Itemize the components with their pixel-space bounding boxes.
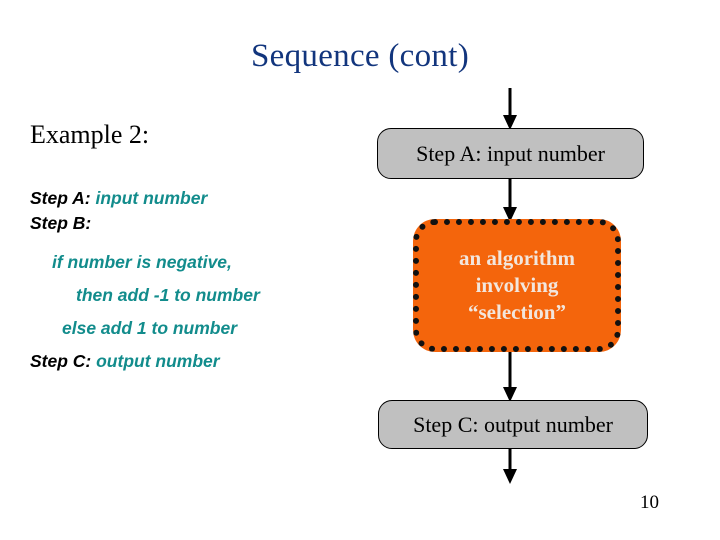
code-line-then: then add -1 to number (76, 285, 260, 305)
arrow-step-c-exit (503, 449, 517, 484)
code-line-step-b: Step B: (30, 211, 370, 236)
page-title: Sequence (cont) (251, 38, 469, 74)
arrow-algorithm-to-step-c (503, 352, 517, 402)
algorithm-line-2: involving (475, 273, 559, 297)
code-line-step-c: Step C: output number (30, 349, 370, 374)
code-step-key-a: Step A: (30, 188, 91, 208)
example-label: Example 2: (30, 120, 150, 149)
pseudocode-block: Step A: input number Step B: if number i… (30, 186, 370, 374)
arrow-step-a-to-algorithm (503, 179, 517, 222)
algorithm-line-1: an algorithm (458, 246, 576, 270)
code-step-key-c: Step C: (30, 351, 92, 371)
flow-box-algorithm-selection[interactable]: an algorithm involving “selection” (413, 219, 621, 352)
code-line-step-a: Step A: input number (30, 186, 370, 211)
code-step-text-a: input number (90, 188, 208, 208)
code-line-if: if number is negative, (52, 252, 232, 272)
code-step-text-c: output number (91, 351, 220, 371)
code-line-else: else add 1 to number (62, 318, 238, 338)
algorithm-line-3: “selection” (468, 300, 566, 324)
arrow-entry-to-step-a (503, 88, 517, 130)
flow-box-step-c[interactable]: Step C: output number (378, 400, 648, 449)
flow-box-step-a[interactable]: Step A: input number (377, 128, 644, 179)
page-number: 10 (640, 492, 659, 513)
code-step-key-b: Step B: (30, 213, 92, 233)
